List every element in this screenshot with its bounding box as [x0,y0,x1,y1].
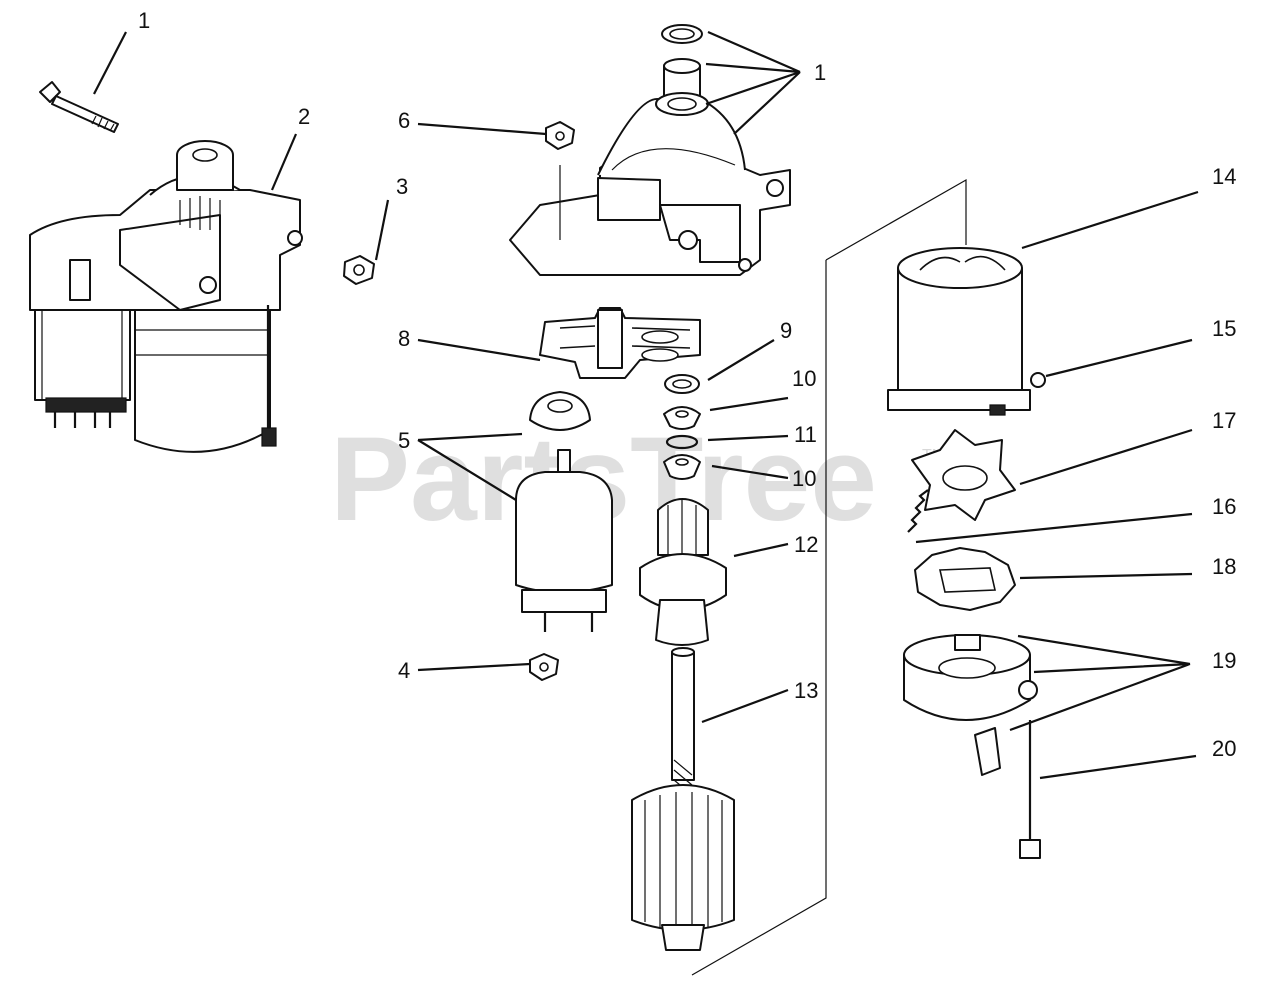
callout-18: 18 [1212,554,1236,579]
part-field-frame-14[interactable] [887,247,1046,416]
assembly-line-top [825,178,967,261]
part-nut-3[interactable] [343,255,375,285]
callout-9: 9 [780,318,792,343]
part-brush-holder-17[interactable] [911,429,1016,521]
part-through-bolt-20[interactable] [1019,720,1041,859]
part-solenoid-5[interactable] [515,391,613,632]
callout-labels: 1 2 3 6 1 8 9 10 11 10 5 12 4 13 14 15 1… [138,8,1236,761]
part-starter-assembly-2[interactable] [29,140,303,453]
callout-10-upper: 10 [792,366,816,391]
callout-12: 12 [794,532,818,557]
part-washer-9[interactable] [664,374,700,394]
callout-19: 19 [1212,648,1236,673]
part-insulator-18[interactable] [914,547,1016,611]
callout-2: 2 [298,104,310,129]
callout-17: 17 [1212,408,1236,433]
callout-11: 11 [794,422,817,447]
part-drive-pinion-12[interactable] [639,498,727,646]
callout-1-left: 1 [138,8,150,33]
callout-13: 13 [794,678,818,703]
part-drive-end-housing[interactable] [509,92,791,276]
callout-3: 3 [396,174,408,199]
callout-10-lower: 10 [792,466,816,491]
leader-lines [93,30,1199,780]
part-armature-13[interactable] [631,647,735,951]
part-bolt-1-left[interactable] [39,81,119,133]
part-nut-6[interactable] [545,121,575,150]
callout-20: 20 [1212,736,1236,761]
part-shift-lever-8[interactable] [539,307,701,379]
callout-6: 6 [398,108,410,133]
part-stop-collar-10-upper[interactable] [663,406,701,430]
part-retaining-ring-11[interactable] [665,434,699,450]
callout-8: 8 [398,326,410,351]
callout-14: 14 [1212,164,1236,189]
callout-5: 5 [398,428,410,453]
callout-15: 15 [1212,316,1236,341]
part-spring-16[interactable] [907,489,929,533]
assembly-line-left [691,260,827,976]
callout-4: 4 [398,658,410,683]
part-nut-4[interactable] [529,653,559,681]
part-commutator-end-cap-19[interactable] [903,634,1038,776]
part-bushing-kit-1[interactable] [661,24,703,102]
callout-1-right: 1 [814,60,826,85]
callout-16: 16 [1212,494,1236,519]
part-stop-collar-10-lower[interactable] [663,454,701,480]
